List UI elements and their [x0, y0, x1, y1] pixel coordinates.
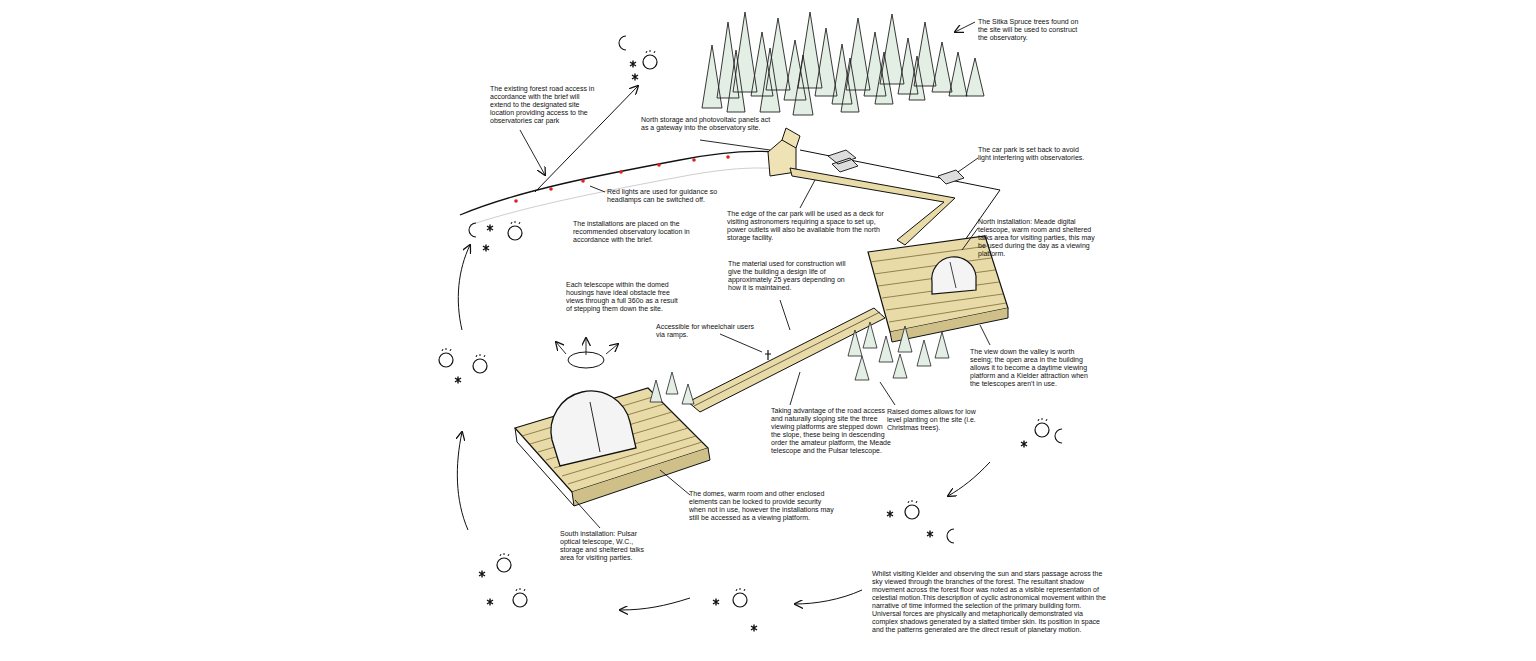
- material-leader: [780, 300, 790, 330]
- deck-path: [790, 168, 955, 245]
- red-guide-lights: [514, 155, 730, 203]
- slope-leader: [790, 372, 800, 405]
- red-light: [549, 187, 553, 191]
- ramp-leader: [720, 334, 762, 352]
- north-dome: [932, 257, 976, 294]
- timber-slats: [870, 246, 1006, 322]
- cycle-arrow: [948, 462, 990, 496]
- star-symbol: [479, 571, 485, 578]
- christmas-trees: [650, 322, 949, 404]
- road-leader: [520, 130, 545, 175]
- ramp-figure: [765, 350, 771, 360]
- sun-symbol: [905, 500, 919, 519]
- lock-leader: [660, 470, 690, 495]
- forest-road: [460, 151, 775, 215]
- red-light: [726, 155, 730, 159]
- moon-symbol: [469, 223, 476, 237]
- planting-leader: [880, 382, 895, 405]
- annotation-label: The installations are placed on the reco…: [573, 220, 699, 244]
- south-platform: [515, 388, 708, 492]
- star-symbol: [713, 599, 719, 606]
- star-symbol: [887, 511, 893, 518]
- annotation-label: Red lights are used for guidance so head…: [607, 188, 735, 204]
- cycle-arrow: [795, 590, 862, 604]
- sun-symbol: [733, 588, 747, 607]
- sun-symbol: [439, 348, 453, 367]
- tree-leader: [955, 22, 975, 32]
- annotation-label: South installation: Pulsar optical teles…: [560, 530, 656, 562]
- views-arrow: [556, 342, 566, 354]
- sun-symbol: [473, 354, 487, 373]
- car: [938, 170, 964, 184]
- star-symbol: [483, 245, 489, 252]
- south-dome: [551, 391, 636, 466]
- north-leader: [962, 228, 978, 250]
- red-light: [657, 163, 661, 167]
- views-arrow: [586, 338, 587, 355]
- star-symbol: [630, 61, 636, 68]
- cycle-arrow: [620, 598, 690, 610]
- star-symbol: [632, 74, 638, 81]
- moon-symbol: [947, 529, 954, 543]
- moon-symbol: [619, 36, 626, 50]
- annotation-label: Whilst visiting Kielder and observing th…: [872, 570, 1110, 634]
- spruce-forest: [702, 12, 984, 115]
- annotation-label: The edge of the car park will be used as…: [727, 210, 889, 242]
- annotation-label: The Sitka Spruce trees found on the site…: [978, 18, 1086, 42]
- star-symbol: [751, 625, 757, 632]
- star-symbol: [487, 599, 493, 606]
- views-arrow: [606, 344, 618, 354]
- annotation-label: Accessible for wheelchair users via ramp…: [656, 323, 758, 339]
- dome-slit: [590, 402, 600, 452]
- sun-symbol: [643, 50, 657, 69]
- moon-symbol: [1055, 429, 1062, 443]
- south-leader: [575, 500, 600, 528]
- annotation-label: The existing forest road access in accor…: [490, 85, 598, 125]
- valley-leader: [980, 325, 990, 345]
- annotation-label: Raised domes allows for low level planti…: [887, 408, 989, 432]
- lights-leader: [590, 186, 605, 192]
- deck-leader: [800, 180, 815, 208]
- car: [828, 150, 858, 172]
- annotation-label: The car park is set back to avoid light …: [978, 146, 1090, 162]
- sun-symbol: [508, 221, 522, 240]
- sun-symbol: [513, 588, 527, 607]
- star-symbol: [487, 225, 493, 232]
- carpark-leader: [958, 158, 978, 172]
- annotation-label: Each telescope within the domed housings…: [566, 281, 678, 313]
- annotation-label: North installation: Meade digital telesc…: [978, 218, 1100, 258]
- red-light: [581, 179, 585, 183]
- star-symbol: [455, 377, 461, 384]
- star-symbol: [927, 531, 933, 538]
- annotation-label: The material used for construction will …: [728, 260, 850, 292]
- red-light: [619, 170, 623, 174]
- sun-symbol: [497, 553, 511, 572]
- annotation-label: North storage and photovoltaic panels ac…: [641, 116, 773, 132]
- annotation-label: The view down the valley is worth seeing…: [970, 348, 1096, 388]
- sun-symbol: [1035, 418, 1049, 437]
- dome-slit: [950, 262, 956, 288]
- south-installation: [515, 388, 710, 506]
- storage-leader: [700, 140, 770, 150]
- red-light: [692, 158, 696, 162]
- cycle-arrow: [457, 432, 468, 530]
- red-light: [514, 199, 518, 203]
- annotation-label: The domes, warm room and other enclosed …: [689, 490, 835, 522]
- annotation-label: Taking advantage of the road access and …: [771, 407, 893, 455]
- star-symbol: [1021, 441, 1027, 448]
- cycle-arrow: [458, 245, 470, 330]
